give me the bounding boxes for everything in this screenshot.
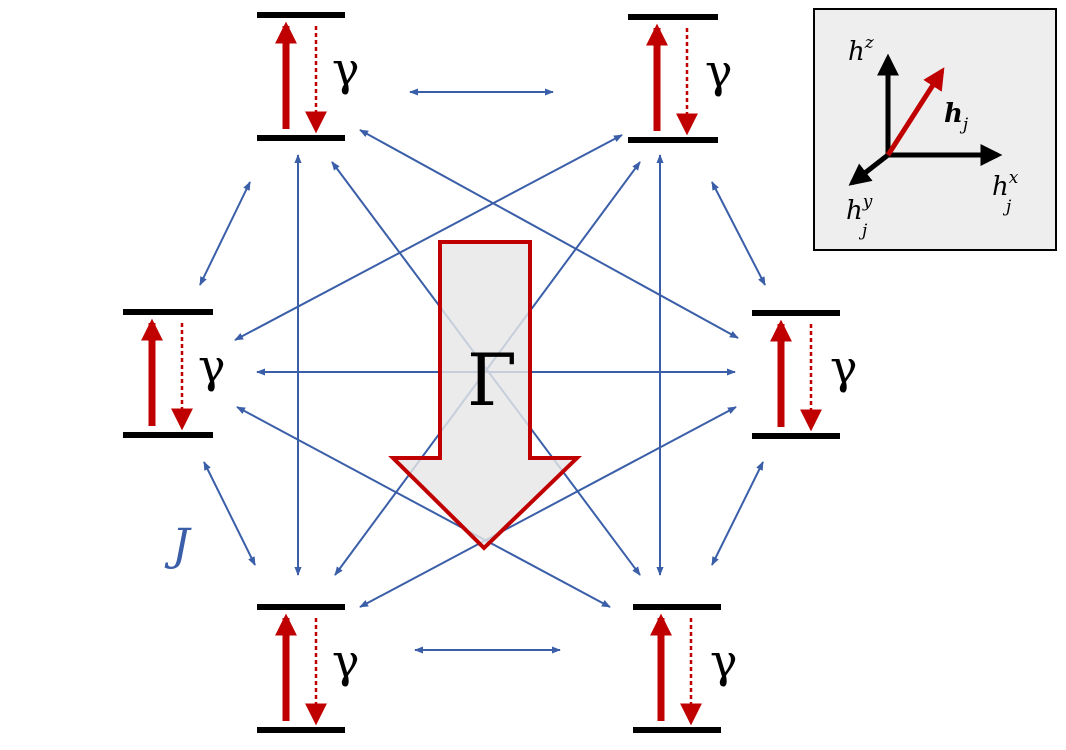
coupling-arrow-topright-midleft: [234, 134, 623, 341]
hy-sub-label: j: [858, 221, 868, 241]
collective-decay-label: Γ: [467, 338, 517, 422]
gamma-label: γ: [332, 42, 360, 96]
atom-top-right: γ: [628, 14, 733, 143]
hy-label: hy: [846, 192, 873, 226]
atom-top-left: γ: [257, 12, 360, 141]
coupling-arrow-midright-botright: [711, 461, 764, 566]
hj-vector: [885, 67, 945, 157]
field-vector-inset: hz hj hx j hy j: [813, 8, 1057, 251]
atom-middle-right: γ: [752, 310, 858, 439]
gamma-label: γ: [198, 339, 226, 393]
atom-middle-left: γ: [123, 309, 226, 438]
coupling-arrow-midleft-botleft: [203, 461, 256, 566]
collective-decay-arrow: Γ: [388, 240, 582, 551]
atom-bottom-left: γ: [257, 604, 360, 733]
atom-bottom-right: γ: [633, 604, 738, 733]
hj-label: hj: [944, 99, 969, 135]
gamma-label: γ: [830, 340, 858, 394]
gamma-label: γ: [710, 634, 738, 688]
hx-sub-label: j: [1002, 197, 1012, 217]
coupling-arrow-topleft-midright: [359, 129, 739, 339]
collective-decay-arrow-shape: [388, 240, 582, 551]
coupling-arrow-midright-botleft: [359, 406, 737, 608]
coupling-arrow-midleft-botright: [236, 406, 611, 608]
inset-box: [813, 8, 1057, 251]
hz-label: hz: [848, 33, 875, 67]
gamma-label: γ: [705, 44, 733, 98]
coupling-label: J: [164, 520, 192, 571]
coupling-arrow-topright-midright: [711, 181, 766, 286]
coupling-arrow-topleft-midleft: [199, 181, 251, 286]
hx-label: hx: [992, 168, 1019, 202]
gamma-label: γ: [332, 634, 360, 688]
hy-axis: [848, 153, 890, 186]
